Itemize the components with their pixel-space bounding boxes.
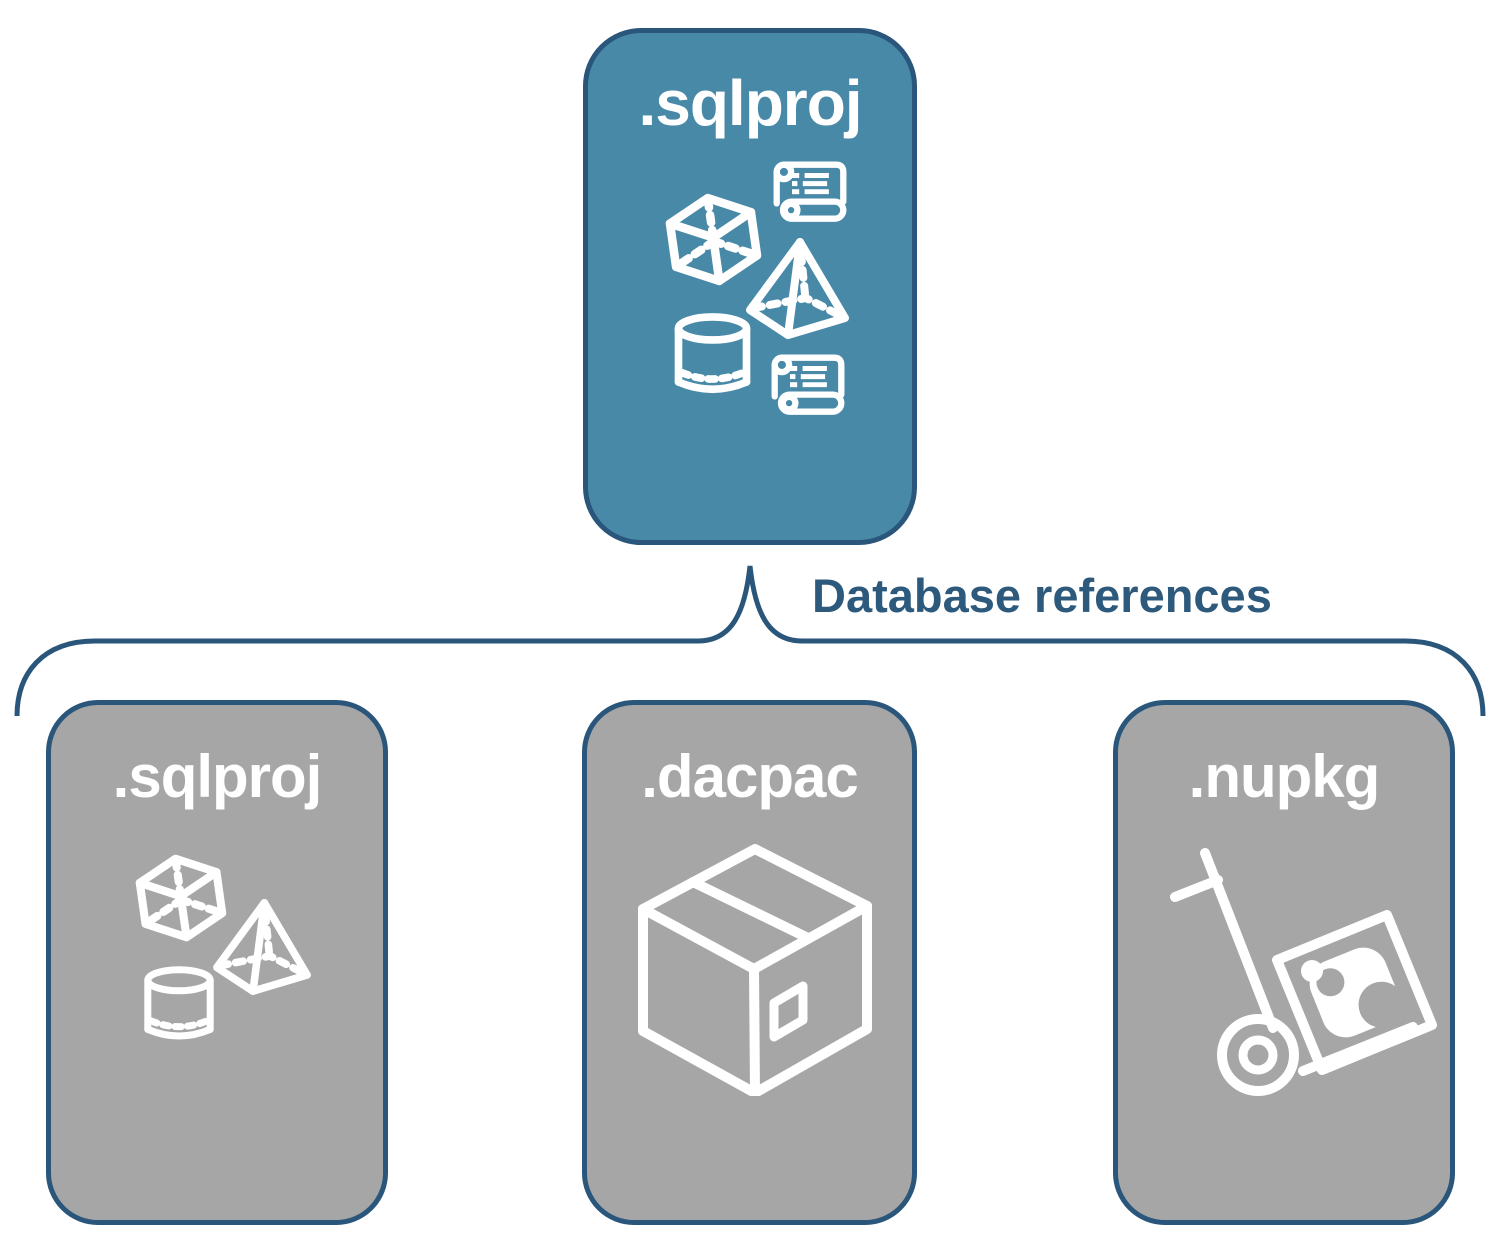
node-root-title: .sqlproj xyxy=(638,67,862,139)
package-box-icon xyxy=(638,844,872,1096)
cube-icon xyxy=(667,192,760,286)
cylinder-icon xyxy=(148,970,210,1036)
root-icon-cluster xyxy=(588,33,922,550)
node-child-sqlproj: .sqlproj xyxy=(46,700,388,1225)
hand-truck-package-icon xyxy=(1170,848,1437,1096)
node-child-nupkg: .nupkg xyxy=(1113,700,1455,1225)
node-child-dacpac-title: .dacpac xyxy=(641,743,858,810)
scroll-icon xyxy=(775,358,842,412)
pyramid-icon xyxy=(217,903,307,991)
node-child-nupkg-title: .nupkg xyxy=(1188,743,1381,810)
child-sqlproj-icon-cluster xyxy=(51,705,393,1230)
node-root-sqlproj: .sqlproj xyxy=(583,28,917,545)
cube-icon xyxy=(137,853,225,942)
node-child-dacpac: .dacpac xyxy=(582,700,917,1225)
connector-label: Database references xyxy=(812,569,1272,622)
scroll-icon xyxy=(777,165,844,219)
node-child-sqlproj-title: .sqlproj xyxy=(112,743,323,810)
pyramid-icon xyxy=(750,242,845,335)
cylinder-icon xyxy=(679,317,747,389)
